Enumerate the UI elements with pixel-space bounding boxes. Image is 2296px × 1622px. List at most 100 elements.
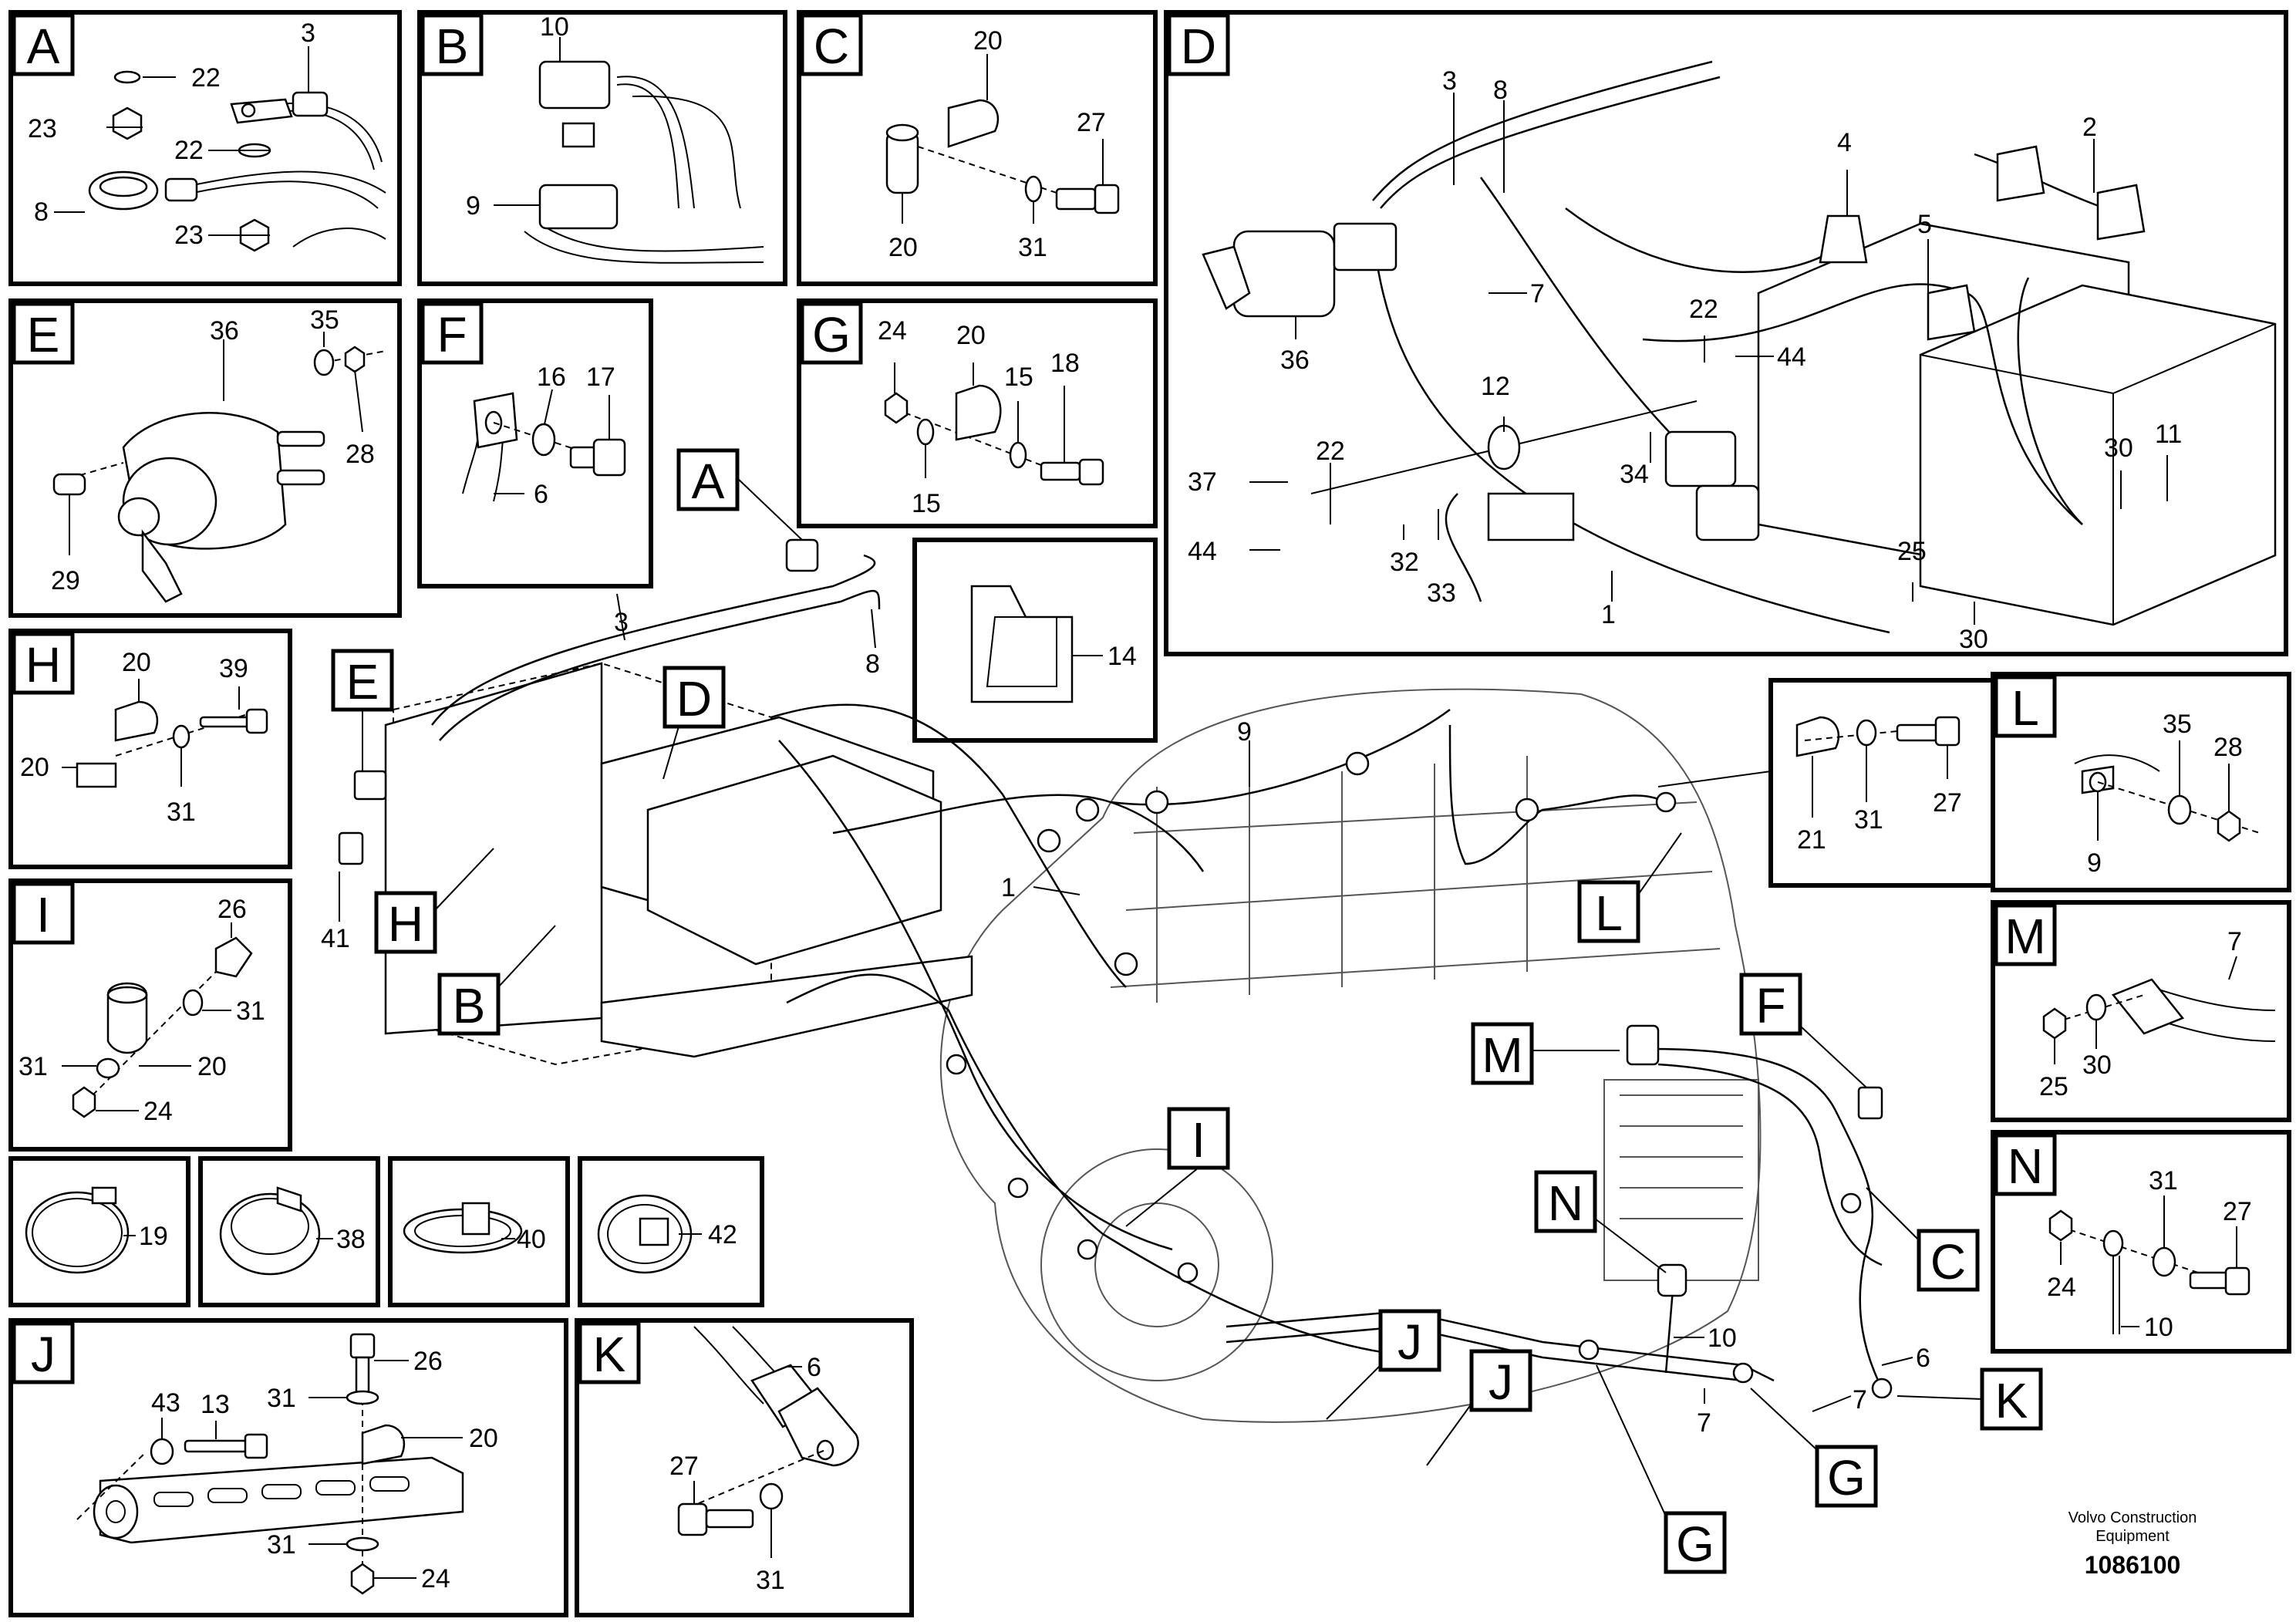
- panel-e: E 36 35 28 29: [8, 298, 402, 618]
- callout-c-27: 27: [1077, 108, 1106, 137]
- ref-a: A: [692, 454, 725, 509]
- ref-n: N: [1548, 1175, 1583, 1231]
- callout-i-24: 24: [143, 1097, 173, 1126]
- callout-14: 14: [1108, 642, 1137, 671]
- callout-m-7: 7: [2227, 927, 2242, 956]
- callout-19: 19: [139, 1222, 168, 1251]
- main-callout-9: 9: [1237, 717, 1252, 747]
- callout-g-20: 20: [956, 321, 986, 350]
- callout-e-35: 35: [310, 305, 339, 335]
- main-callout-8: 8: [865, 649, 880, 679]
- callout-g-15b: 15: [912, 489, 941, 518]
- callout-l-28: 28: [2213, 733, 2243, 762]
- ref-j-left: J: [1397, 1314, 1422, 1370]
- callout-40: 40: [517, 1225, 546, 1254]
- callout-a-3: 3: [301, 19, 315, 48]
- callout-d-2: 2: [2082, 113, 2097, 142]
- callout-e-28: 28: [346, 440, 375, 469]
- callout-d-44b: 44: [1188, 537, 1217, 566]
- callout-j-43: 43: [151, 1388, 180, 1418]
- ref-l: L: [1595, 885, 1623, 941]
- callout-a-23: 23: [28, 114, 57, 143]
- callout-n-24b: 24: [2047, 1273, 2076, 1302]
- ref-i: I: [1192, 1112, 1205, 1168]
- callout-d-33: 33: [1427, 578, 1456, 608]
- ref-d: D: [676, 671, 712, 727]
- callout-i-20: 20: [197, 1052, 227, 1081]
- panel-e-letter: E: [27, 307, 60, 363]
- callout-j-26: 26: [413, 1347, 443, 1376]
- panel-38: 38: [198, 1156, 380, 1307]
- main-callout-7b: 7: [1853, 1385, 1867, 1415]
- main-refs: A E D H B L M F I N: [331, 448, 2043, 1574]
- panel-14: 14: [912, 538, 1158, 743]
- panel-f: F 16 17 6: [417, 298, 653, 588]
- callout-f-17: 17: [586, 363, 615, 392]
- main-callout-41: 41: [321, 924, 350, 953]
- callout-g-15: 15: [1004, 363, 1033, 392]
- callout-d-34: 34: [1620, 460, 1649, 489]
- callout-d-25: 25: [1897, 537, 1927, 566]
- caption-company-line2: Equipment: [2095, 1528, 2170, 1545]
- callout-j-20: 20: [469, 1424, 498, 1453]
- panel-d: D: [1164, 10, 2288, 656]
- callout-f-16: 16: [537, 363, 566, 392]
- panel-n: N 31 31 27 24 10: [1991, 1130, 2291, 1354]
- callout-d-12: 12: [1481, 372, 1510, 401]
- panel-c-letter: C: [814, 19, 849, 74]
- panel-i: I 26 31 31 20 24: [8, 878, 292, 1152]
- panel-j: J 43 13 26 31 20 31 24: [8, 1318, 568, 1617]
- callout-i-31b: 31: [19, 1052, 48, 1081]
- callout-d-4: 4: [1837, 128, 1852, 157]
- panel-b-letter: B: [436, 19, 469, 74]
- callout-d-22: 22: [1689, 295, 1718, 324]
- callout-d-44: 44: [1777, 342, 1806, 372]
- ref-j-right: J: [1489, 1354, 1513, 1410]
- callout-detail-27: 27: [1933, 788, 1962, 818]
- callout-d-5: 5: [1917, 210, 1932, 239]
- callout-m-30: 30: [2082, 1050, 2112, 1080]
- panel-c: C 20 27 20 31: [797, 10, 1158, 286]
- callout-detail-21: 21: [1797, 825, 1826, 855]
- callout-a-22: 22: [191, 63, 221, 93]
- callout-n-10: 10: [2144, 1313, 2173, 1342]
- callout-42: 42: [708, 1220, 737, 1249]
- ref-f: F: [1755, 978, 1785, 1034]
- ref-g-left: G: [1676, 1516, 1714, 1572]
- main-callout-6: 6: [1916, 1344, 1930, 1373]
- caption: Volvo Construction Equipment 1086100: [2068, 1509, 2197, 1579]
- ref-h: H: [388, 896, 423, 952]
- main-callout-1: 1: [1001, 873, 1016, 902]
- callout-d-32: 32: [1390, 548, 1419, 577]
- main-assembly: [338, 538, 1893, 1423]
- ref-e: E: [346, 654, 379, 710]
- panel-19: 19: [8, 1156, 190, 1307]
- callout-i-26: 26: [217, 895, 247, 924]
- panel-a-letter: A: [27, 19, 60, 74]
- ref-m: M: [1482, 1027, 1522, 1083]
- callout-j-31b: 31: [267, 1530, 296, 1560]
- callout-d-30: 30: [2104, 433, 2133, 463]
- callout-a-22b: 22: [174, 136, 204, 165]
- panel-l-letter: L: [2011, 680, 2039, 736]
- panel-i-letter: I: [36, 887, 50, 943]
- callout-b-10: 10: [540, 12, 569, 42]
- callout-e-36: 36: [210, 316, 239, 346]
- callout-d-11: 11: [2155, 420, 2182, 449]
- callout-i-31: 31: [236, 996, 265, 1026]
- panel-m-letter: M: [2004, 909, 2045, 964]
- callout-d-7: 7: [1530, 279, 1545, 309]
- main-callouts: 3 8 9 1 41 10 7 7 6: [321, 593, 1930, 1438]
- caption-company-line1: Volvo Construction: [2068, 1509, 2197, 1526]
- callout-j-13: 13: [201, 1390, 230, 1419]
- callout-j-24: 24: [421, 1564, 450, 1593]
- callout-a-23b: 23: [174, 221, 204, 250]
- main-callout-10: 10: [1708, 1324, 1737, 1353]
- panel-j-letter: J: [31, 1327, 56, 1382]
- main-callout-3: 3: [614, 608, 629, 637]
- panel-g-letter: G: [812, 307, 851, 363]
- panel-b: B 10 9: [417, 10, 787, 286]
- callout-n-27: 27: [2223, 1197, 2252, 1226]
- panel-h-letter: H: [25, 637, 61, 693]
- callout-c-31: 31: [1018, 233, 1047, 262]
